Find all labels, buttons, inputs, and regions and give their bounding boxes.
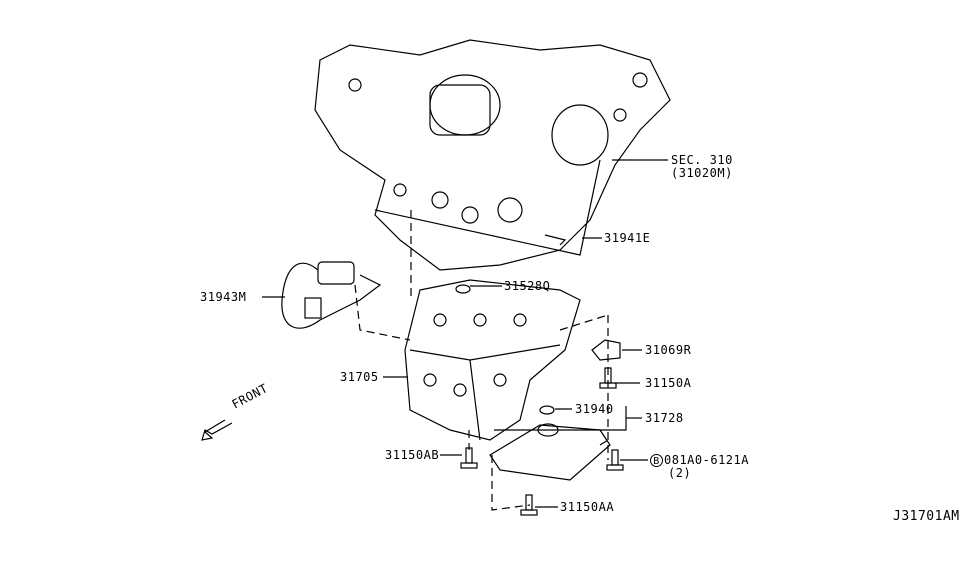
label-31528Q: 31528Q [504,279,551,293]
label-sec310: SEC. 310 [671,153,733,167]
label-sec310-sub: (31020M) [671,166,733,180]
label-31943M: 31943M [200,290,247,304]
label-31150AA: 31150AA [560,500,615,514]
diagram-id: J31701AM [893,509,960,524]
label-31940: 31940 [575,402,614,416]
harness-31943M [281,261,382,329]
control-valve-31705 [404,279,581,441]
guide-lines [354,210,609,511]
label-31069R: 31069R [645,343,692,357]
bolt-part-number: 081A0-6121A [664,453,749,467]
leader-lines [262,159,668,508]
bracket-31069R [591,339,621,361]
front-arrow-icon [201,419,233,441]
bolts [460,367,624,516]
label-31705: 31705 [340,370,379,384]
label-bolt-qty: (2) [668,466,692,480]
bolt-marker-icon: B [650,454,663,467]
oil-strainer-31728 [489,405,611,481]
transmission-case [314,39,671,271]
label-31728: 31728 [645,411,684,425]
label-31150A: 31150A [645,376,692,390]
label-31941E: 31941E [604,231,651,245]
label-31150AB: 31150AB [385,448,440,462]
